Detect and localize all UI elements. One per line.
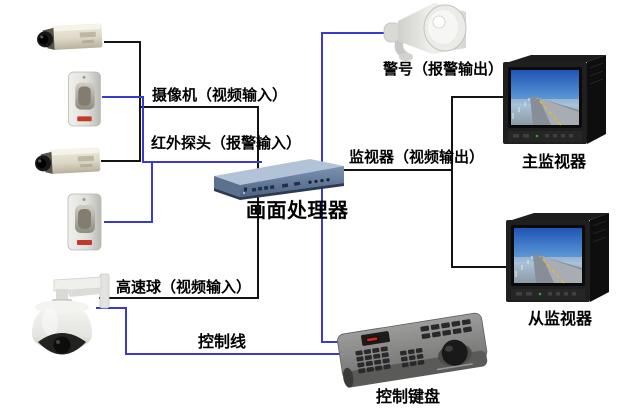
label-camera-input: 摄像机（视频输入） — [152, 87, 288, 104]
label-keyboard: 控制键盘 — [376, 389, 441, 406]
label-main-monitor: 主监视器 — [522, 154, 587, 171]
slave-monitor — [502, 210, 612, 306]
label-pir-input: 红外探头（报警输入） — [151, 135, 302, 152]
wire-pir2-alarm-input — [104, 161, 153, 223]
label-monitor-output: 监视器（视频输出） — [349, 149, 485, 166]
wire-dome-control-line — [96, 307, 346, 355]
box-camera-1 — [36, 20, 106, 56]
wire-monitor-branch — [451, 96, 512, 268]
wire-pir1-alarm-input — [102, 96, 144, 163]
label-dome-input: 高速球（视频输入） — [116, 279, 252, 296]
wire-cameras-trunk — [101, 41, 141, 162]
pir-detector-2 — [64, 193, 104, 251]
label-control-line: 控制线 — [198, 334, 247, 351]
box-camera-2 — [34, 144, 104, 180]
label-horn-output: 警号（报警输出） — [383, 61, 504, 78]
label-slave-monitor: 从监视器 — [528, 311, 593, 328]
pir-detector-1 — [64, 71, 104, 127]
speed-dome-camera — [12, 272, 112, 372]
label-processor: 画面处理器 — [246, 200, 349, 222]
main-monitor — [499, 52, 609, 148]
video-processor — [210, 156, 346, 200]
alarm-horn — [378, 1, 470, 63]
wire-camera-video-input — [99, 106, 259, 299]
